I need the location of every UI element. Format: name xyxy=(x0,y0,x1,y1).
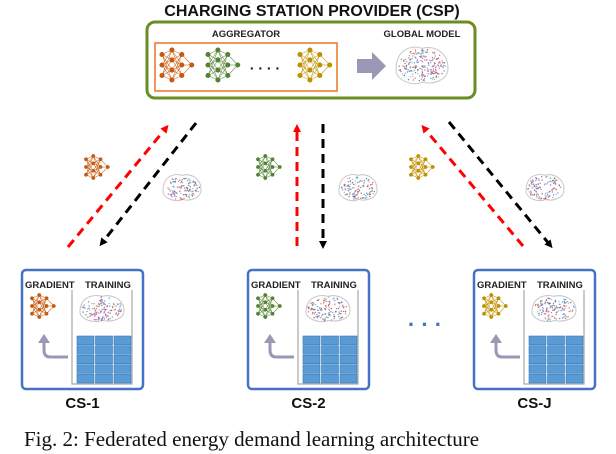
aggregate-arrow-icon xyxy=(357,52,386,80)
aggregator-label: AGGREGATOR xyxy=(212,29,280,40)
cs1-gradient-network-icon xyxy=(84,154,110,180)
cs2-float-net xyxy=(256,154,282,180)
training-brain-icon xyxy=(79,295,125,323)
training-brain-icon xyxy=(531,295,577,323)
stations-ellipsis: · · · xyxy=(408,312,442,337)
aggregator-net-2-icon xyxy=(205,47,241,83)
update-arrow-icon xyxy=(42,342,68,359)
station-name: CS-1 xyxy=(65,395,99,412)
charging-stations: GRADIENT TRAINING CS-1 GRADIENT TRAINING CS-2… xyxy=(20,268,597,412)
communication-arrows xyxy=(66,121,553,249)
aggregator-networks xyxy=(159,47,333,83)
cs1-model-brain-icon xyxy=(162,174,202,202)
update-arrow-icon xyxy=(268,342,294,359)
training-data-grid xyxy=(76,335,132,384)
station-name: CS-J xyxy=(517,395,551,412)
gradient-label: GRADIENT xyxy=(477,280,527,291)
station-2: GRADIENT TRAINING CS-2 xyxy=(246,268,371,412)
global-model-brain-icon xyxy=(395,46,449,85)
training-label: TRAINING xyxy=(537,280,583,291)
gradient-label: GRADIENT xyxy=(25,280,75,291)
csp-title: CHARGING STATION PROVIDER (CSP) xyxy=(164,3,459,20)
update-arrow-icon xyxy=(494,342,520,359)
training-label: TRAINING xyxy=(85,280,131,291)
training-brain-icon xyxy=(305,295,351,323)
global-model-label: GLOBAL MODEL xyxy=(384,29,461,40)
training-data-grid xyxy=(302,335,358,384)
csj-float-net xyxy=(409,154,435,180)
gradient-network-icon xyxy=(30,293,56,319)
training-data-grid xyxy=(528,335,584,384)
training-label: TRAINING xyxy=(311,280,357,291)
aggregator-net-3-icon xyxy=(297,47,333,83)
station-1: GRADIENT TRAINING CS-1 xyxy=(20,268,145,412)
station-name: CS-2 xyxy=(291,395,325,412)
station-3: GRADIENT TRAINING CS-J xyxy=(472,268,597,412)
csj-gradient-network-icon xyxy=(409,154,435,180)
aggregator-box xyxy=(154,42,338,92)
cs2-model-brain-icon xyxy=(338,174,378,202)
gradient-label: GRADIENT xyxy=(251,280,301,291)
figure-caption: Fig. 2: Federated energy demand learning… xyxy=(24,427,479,451)
csj-uplink-arrow xyxy=(421,124,525,247)
cs1-downlink-arrow xyxy=(99,122,198,247)
aggregator-ellipsis: · · · · xyxy=(250,60,280,76)
cs1-float-net xyxy=(84,154,110,180)
cs2-gradient-network-icon xyxy=(256,154,282,180)
gradient-network-icon xyxy=(482,293,508,319)
cs1-uplink-arrow xyxy=(66,124,169,248)
csj-model-brain-icon xyxy=(525,174,565,202)
aggregator-net-1-icon xyxy=(159,47,195,83)
gradient-network-icon xyxy=(256,293,282,319)
csj-downlink-arrow xyxy=(447,121,553,249)
